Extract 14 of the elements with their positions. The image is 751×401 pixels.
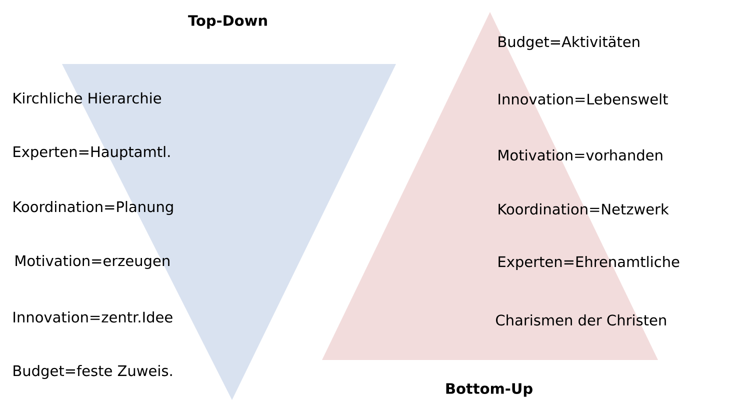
list-item: Experten=Hauptamtl. bbox=[14, 146, 170, 160]
list-item: Experten=Ehrenamtliche bbox=[498, 256, 680, 270]
list-item: Motivation=vorhanden bbox=[498, 149, 662, 161]
list-item: Koordination=Netzwerk bbox=[498, 203, 669, 215]
list-item: Charismen der Christen bbox=[496, 314, 666, 326]
list-item: Koordination=Planung bbox=[14, 200, 173, 215]
list-item: Innovation=zentr.Idee bbox=[14, 311, 172, 323]
list-item: Innovation=Lebenswelt bbox=[498, 93, 668, 105]
list-item: Motivation=erzeugen bbox=[16, 254, 170, 269]
heading: Top-Down bbox=[188, 15, 267, 29]
list-item: Kirchliche Hierarchie bbox=[14, 92, 161, 104]
list-item: Budget=feste Zuweis. bbox=[14, 364, 172, 379]
heading: Bottom-Up bbox=[446, 383, 532, 397]
list-item: Budget=Aktivitäten bbox=[498, 36, 640, 50]
